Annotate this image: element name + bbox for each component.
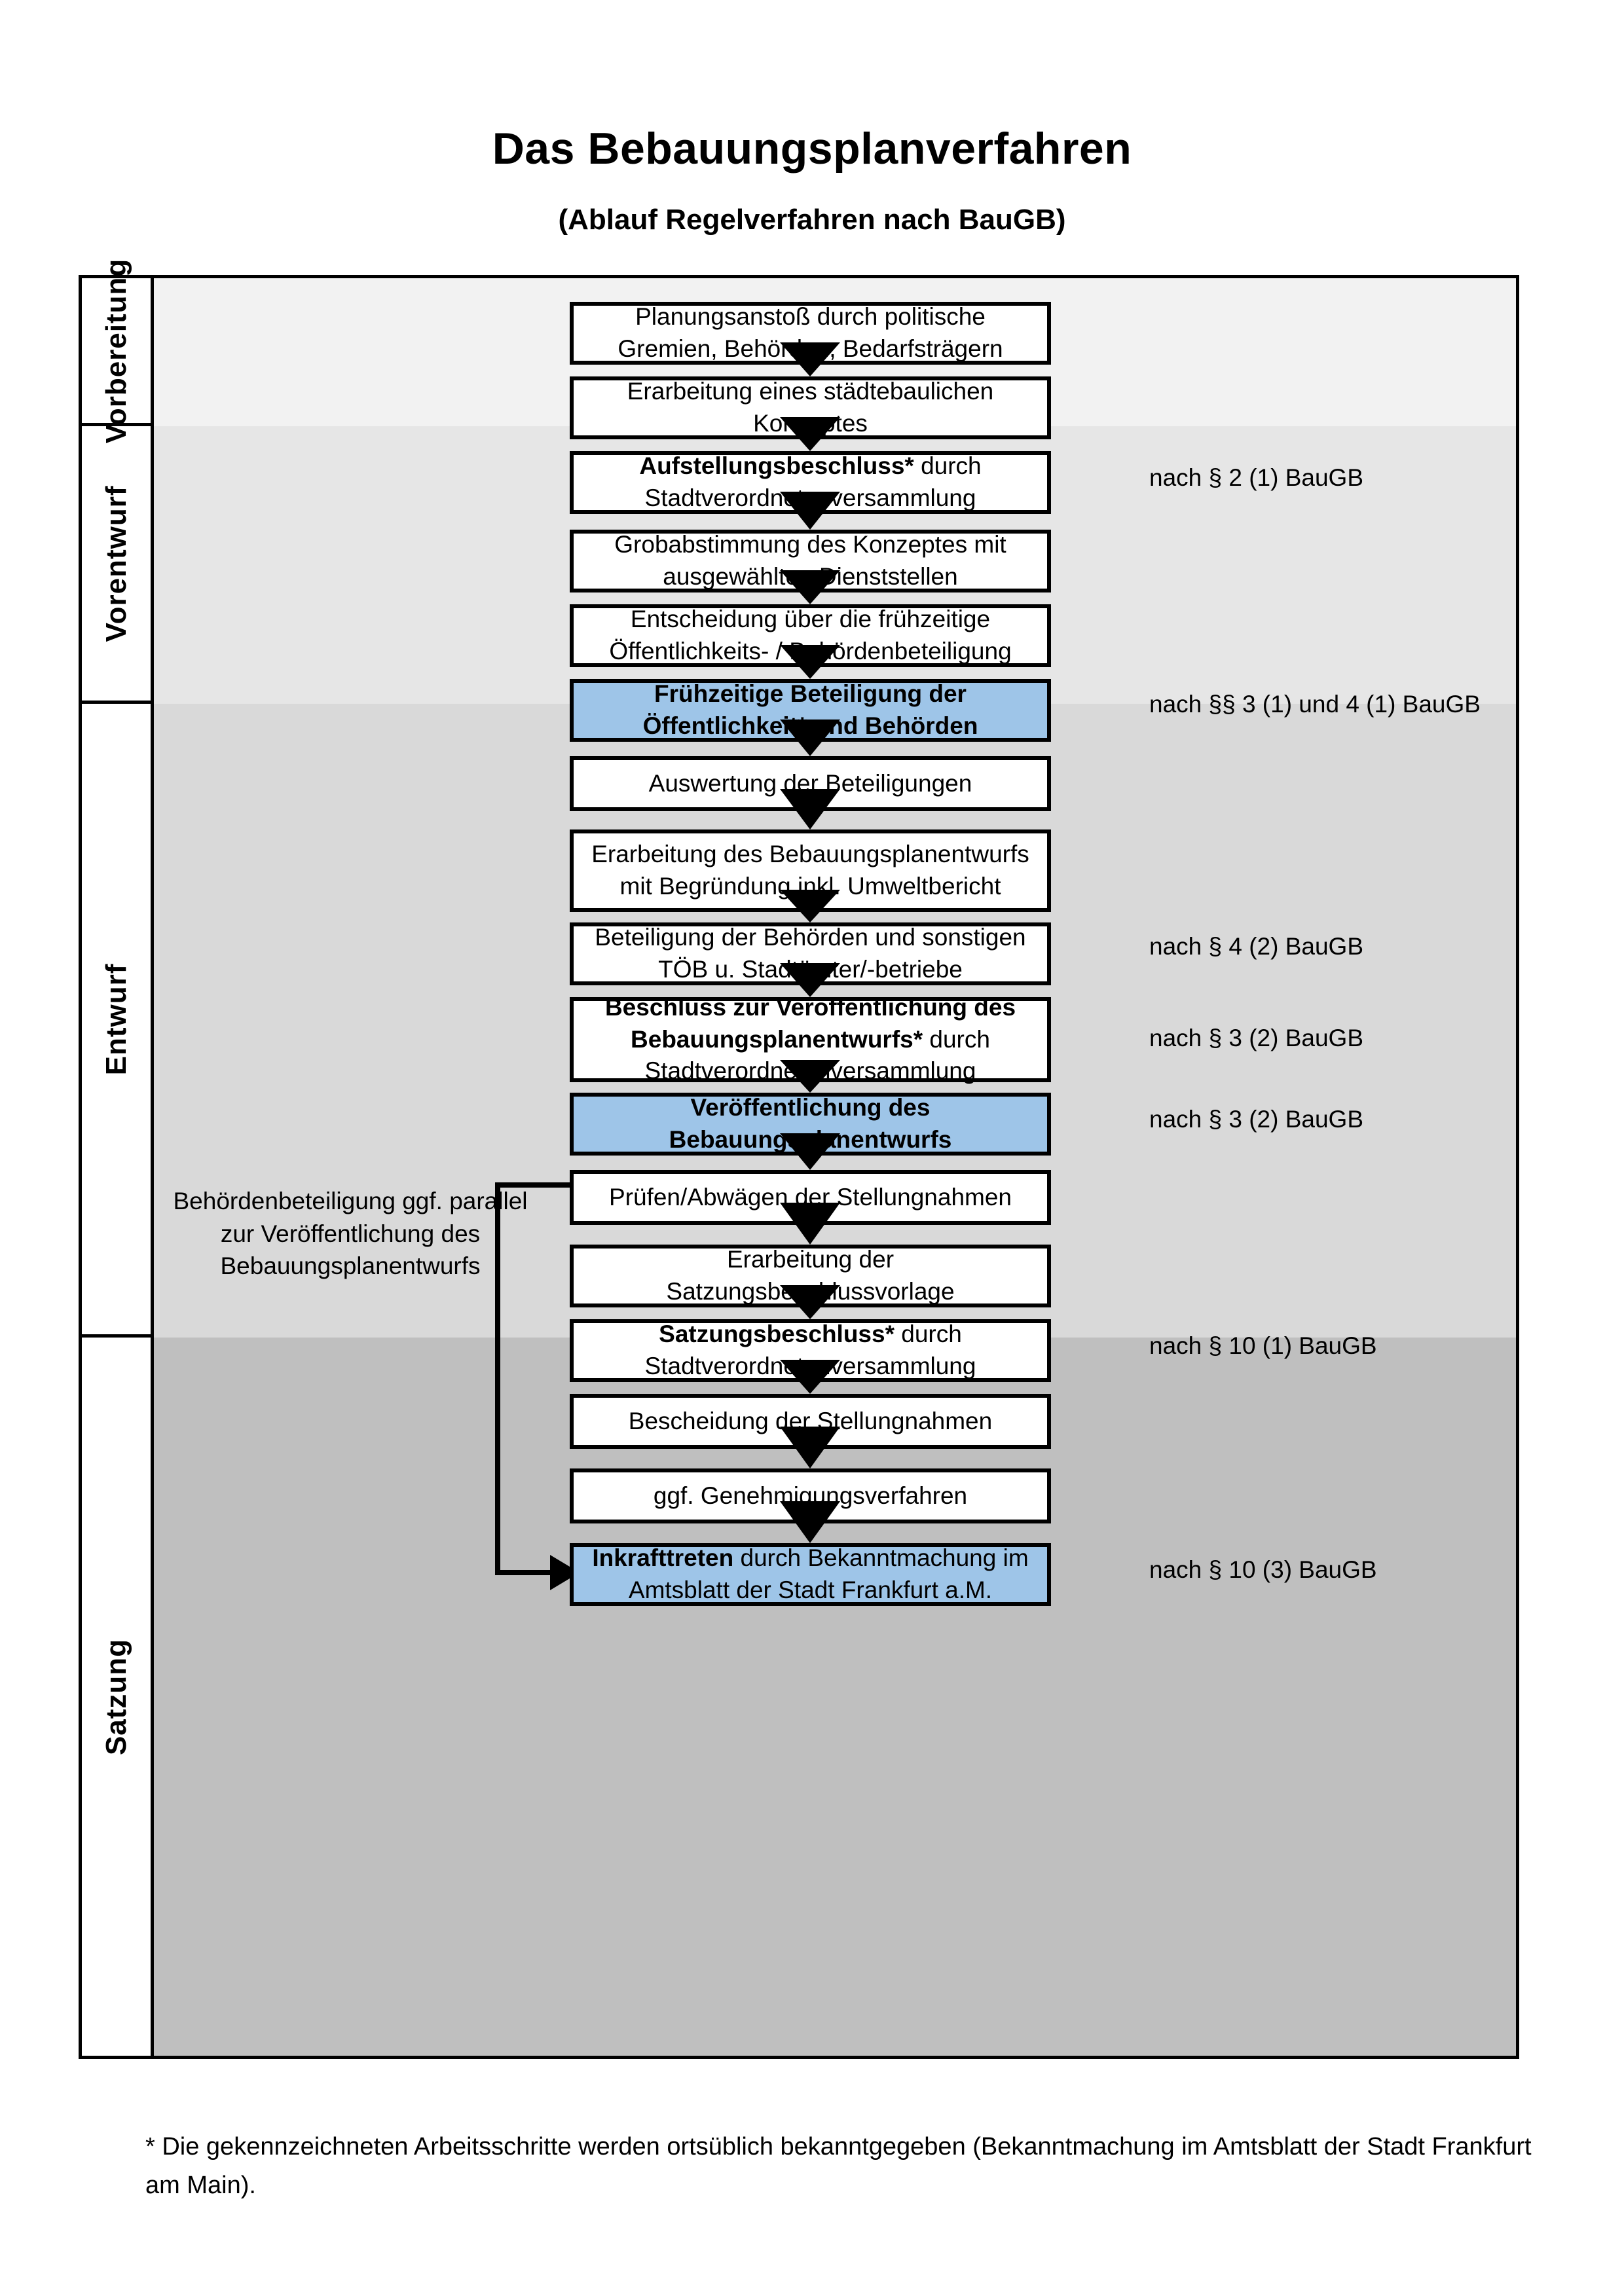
process-step-label: Aufstellungsbeschluss* durch Stadtverord… — [639, 452, 982, 511]
flow-arrow-13-to-14 — [780, 1285, 840, 1319]
flow-arrow-2-to-3 — [780, 417, 840, 451]
process-step-emphasis: Inkrafttreten — [592, 1544, 734, 1572]
flow-arrow-14-to-15 — [780, 1360, 840, 1394]
process-step-emphasis: Beschluss zur Veröffentlichung des Bebau… — [604, 993, 1016, 1053]
process-step-8[interactable]: Erarbeitung des Bebauungsplanentwurfs mi… — [570, 829, 1051, 912]
flow-arrow-9-to-10 — [780, 963, 840, 997]
flow-nodes: Planungsanstoß durch politische Gremien,… — [82, 278, 1516, 2056]
flow-arrow-8-to-9 — [780, 890, 840, 922]
process-step-13[interactable]: Erarbeitung der Satzungsbeschlussvorlage — [570, 1245, 1051, 1307]
legal-reference-step-9: nach § 4 (2) BauGB — [1149, 933, 1364, 960]
legal-reference-step-6: nach §§ 3 (1) und 4 (1) BauGB — [1149, 691, 1481, 718]
phase-cell-entwurf: Entwurf — [82, 704, 151, 1338]
phase-cell-vorbereitung: Vorbereitung — [82, 258, 151, 443]
flow-arrow-12-to-13 — [780, 1203, 840, 1245]
process-step-17[interactable]: Inkrafttreten durch Bekanntmachung im Am… — [570, 1543, 1051, 1606]
process-step-label: Inkrafttreten durch Bekanntmachung im Am… — [592, 1544, 1029, 1603]
flow-arrow-10-to-11 — [780, 1060, 840, 1093]
flow-arrow-5-to-6 — [780, 645, 840, 679]
process-step-label: Beteiligung der Behörden und sonstigen T… — [595, 924, 1026, 983]
flow-arrow-3-to-4 — [780, 492, 840, 530]
process-step-label: Veröffentlichung des Bebauungsplanentwur… — [583, 1092, 1038, 1156]
title-block: Das Bebauungsplanverfahren (Ablauf Regel… — [0, 124, 1624, 236]
flow-arrow-1-to-2 — [780, 342, 840, 376]
flow-arrow-6-to-7 — [780, 720, 840, 756]
phase-cell-vorentwurf: Vorentwurf — [82, 426, 151, 704]
legal-reference-step-14: nach § 10 (1) BauGB — [1149, 1332, 1377, 1359]
flow-arrow-7-to-8 — [780, 789, 840, 829]
legal-reference-step-11: nach § 3 (2) BauGB — [1149, 1106, 1364, 1133]
process-step-7[interactable]: Auswertung der Beteiligungen — [570, 756, 1051, 811]
flow-arrow-4-to-5 — [780, 570, 840, 604]
process-step-5[interactable]: Entscheidung über die frühzeitige Öffent… — [570, 604, 1051, 667]
process-step-emphasis: Satzungsbeschluss* — [659, 1321, 895, 1348]
legal-reference-step-17: nach § 10 (3) BauGB — [1149, 1556, 1377, 1583]
process-step-label: Erarbeitung des Bebauungsplanentwurfs mi… — [591, 841, 1029, 900]
flow-arrow-15-to-16 — [780, 1427, 840, 1468]
process-step-emphasis: Veröffentlichung des Bebauungsplanentwur… — [669, 1094, 952, 1153]
flow-arrow-11-to-12 — [780, 1133, 840, 1170]
page-subtitle: (Ablauf Regelverfahren nach BauGB) — [558, 203, 1066, 236]
process-step-emphasis: Aufstellungsbeschluss* — [639, 452, 914, 480]
legal-reference-step-10: nach § 3 (2) BauGB — [1149, 1025, 1364, 1051]
page-title: Das Bebauungsplanverfahren — [492, 124, 1132, 173]
legal-reference-step-3: nach § 2 (1) BauGB — [1149, 464, 1364, 491]
parallel-note: Behördenbeteiligung ggf. parallel zur Ve… — [173, 1188, 528, 1280]
footnote: * Die gekennzeichneten Arbeitsschritte w… — [145, 2133, 1532, 2199]
flow-arrow-16-to-17 — [780, 1501, 840, 1543]
